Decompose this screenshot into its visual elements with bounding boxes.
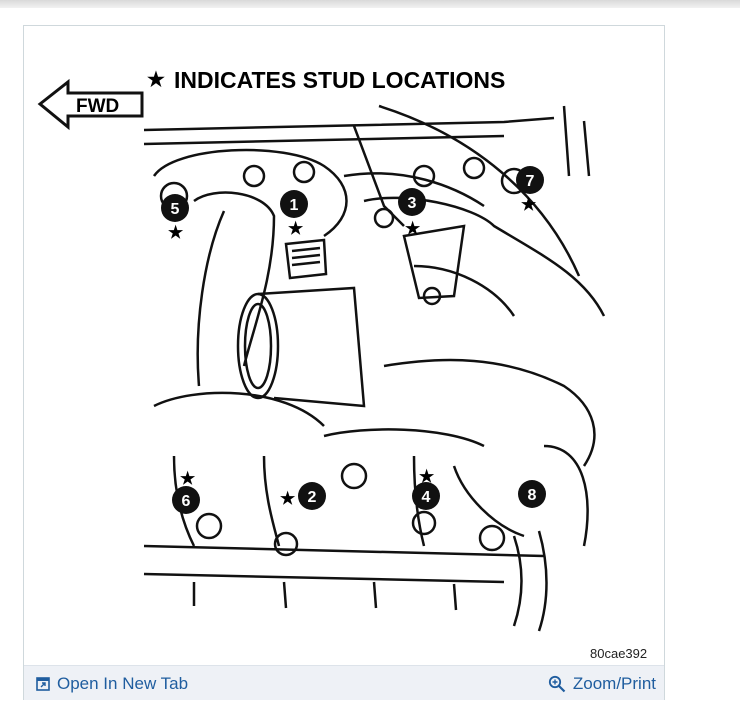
intake-manifest-diagram: ★ INDICATES STUD LOCATIONS FWD — [37, 67, 606, 632]
engine-line-art — [143, 104, 606, 632]
callout-2: 2 — [298, 482, 326, 510]
star-icon: ★ — [180, 469, 196, 488]
open-in-new-tab-label: Open In New Tab — [57, 674, 189, 693]
svg-text:1: 1 — [290, 197, 299, 214]
legend-star: ★ — [147, 69, 165, 91]
image-frame — [23, 25, 665, 700]
star-icon: ★ — [521, 195, 537, 214]
star-icon: ★ — [288, 219, 304, 238]
svg-text:5: 5 — [171, 201, 180, 218]
callout-6: 6 — [172, 486, 200, 514]
star-icon: ★ — [280, 489, 296, 508]
callout-numbers: 1 2 3 4 5 6 7 8 — [161, 166, 546, 514]
svg-text:7: 7 — [526, 173, 535, 190]
image-footer-bar: Open In New Tab Zoom/Print — [24, 665, 664, 700]
top-scroll-band — [0, 0, 740, 8]
fwd-label: FWD — [76, 96, 119, 117]
zoom-print-label: Zoom/Print — [572, 674, 656, 693]
forward-arrow-icon: FWD — [37, 78, 144, 131]
svg-text:2: 2 — [308, 489, 317, 506]
callout-1: 1 — [280, 190, 308, 218]
callout-5: 5 — [161, 194, 189, 222]
star-icon: ★ — [405, 219, 421, 238]
open-in-new-tab-link[interactable]: Open In New Tab — [36, 674, 188, 694]
legend-title: INDICATES STUD LOCATIONS — [174, 67, 505, 93]
svg-text:4: 4 — [422, 489, 431, 506]
figure-code: 80cae392 — [590, 646, 648, 661]
svg-text:6: 6 — [182, 493, 191, 510]
callout-7: 7 — [516, 166, 544, 194]
callout-4: 4 — [412, 482, 440, 510]
magnifier-zoom-icon — [548, 675, 566, 693]
zoom-print-link[interactable]: Zoom/Print — [548, 674, 656, 694]
svg-text:3: 3 — [408, 195, 417, 212]
open-new-tab-icon — [36, 677, 50, 691]
star-icon: ★ — [419, 467, 435, 486]
star-icon: ★ — [168, 223, 184, 242]
callout-8: 8 — [518, 480, 546, 508]
stud-star-markers: ★ ★ ★ ★ ★ ★ ★ — [168, 195, 537, 508]
callout-3: 3 — [398, 188, 426, 216]
svg-text:8: 8 — [528, 487, 537, 504]
